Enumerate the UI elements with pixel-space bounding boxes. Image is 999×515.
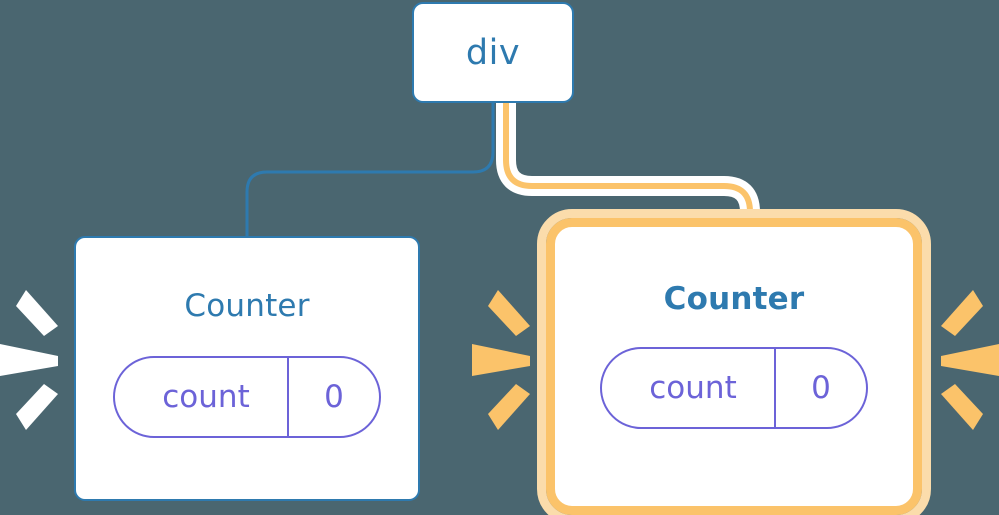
counter-right-state-value: 0 [774, 349, 866, 427]
sparkle-ray [941, 290, 983, 336]
sparkle-ray [941, 384, 983, 430]
sparkle-ray [16, 384, 58, 430]
sparkle-ray [16, 290, 58, 336]
node-div-label: div [465, 32, 521, 73]
sparkle-ray [941, 344, 999, 376]
edge-to-left-counter [245, 103, 495, 238]
sparkle-ray [488, 384, 530, 430]
sparkle-ray [0, 344, 58, 376]
sparkle-group-middle [472, 290, 530, 430]
sparkle-group-right [941, 290, 999, 430]
counter-right-state-pill: count 0 [600, 347, 868, 429]
node-div[interactable]: div [412, 2, 574, 103]
counter-left-state-value: 0 [287, 358, 379, 436]
sparkle-ray [488, 290, 530, 336]
counter-right-state-key: count [649, 370, 737, 406]
sparkle-group-left [0, 290, 58, 430]
counter-left-title: Counter [184, 288, 310, 324]
counter-left-state-key: count [162, 379, 250, 415]
node-counter-right[interactable]: Counter count 0 [537, 209, 931, 515]
node-counter-left[interactable]: Counter count 0 [74, 236, 420, 501]
counter-right-title: Counter [663, 281, 805, 317]
sparkle-ray [472, 344, 530, 376]
counter-left-state-pill: count 0 [113, 356, 381, 438]
